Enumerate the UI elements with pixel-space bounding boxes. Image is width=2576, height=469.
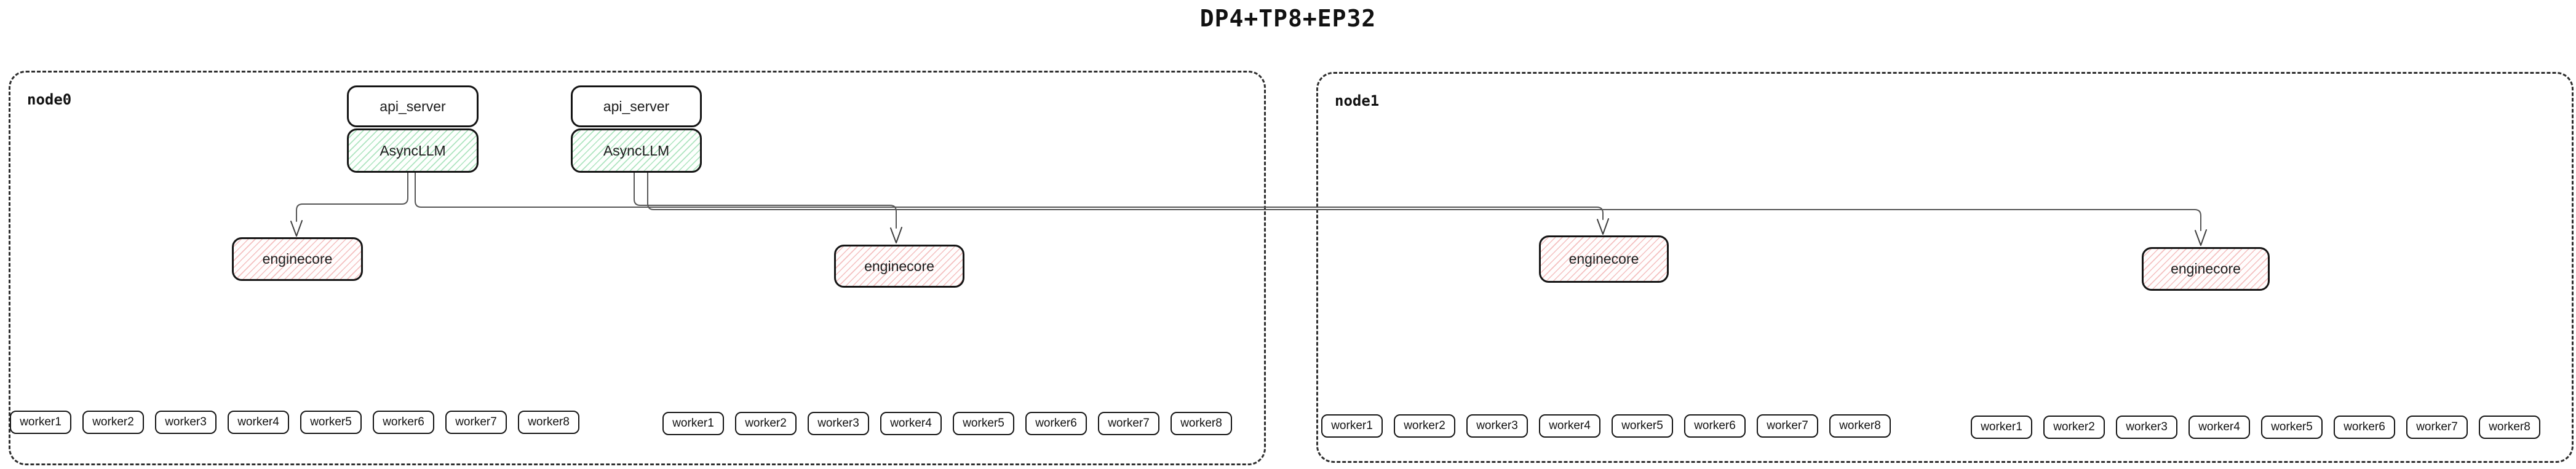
worker-box: worker2 [82,411,144,434]
worker-group-node1-a: worker1 worker2 worker3 worker4 worker5 … [1321,414,1891,438]
worker-box: worker1 [1321,414,1383,438]
worker-box: worker5 [953,412,1014,435]
node0-label: node0 [27,91,72,108]
worker-box: worker6 [1684,414,1746,438]
api-server-box-1: api_server [347,85,479,127]
diagram-title: DP4+TP8+EP32 [1199,5,1377,32]
asyncllm-box-1: AsyncLLM [347,128,479,173]
worker-box: worker5 [300,411,362,434]
worker-box: worker8 [1829,414,1891,438]
worker-box: worker6 [373,411,434,434]
worker-box: worker8 [518,411,579,434]
worker-box: worker5 [2261,416,2323,439]
enginecore-box-3: enginecore [1539,235,1669,283]
worker-box: worker7 [2406,416,2468,439]
worker-box: worker2 [735,412,797,435]
worker-box: worker8 [1171,412,1232,435]
worker-box: worker3 [808,412,869,435]
worker-box: worker1 [1971,416,2032,439]
worker-group-node1-b: worker1 worker2 worker3 worker4 worker5 … [1971,416,2540,439]
worker-box: worker3 [2116,416,2177,439]
api-server-box-2: api_server [571,85,702,127]
node0-container [9,71,1266,465]
worker-box: worker7 [445,411,507,434]
worker-box: worker5 [1612,414,1673,438]
worker-box: worker6 [1025,412,1087,435]
worker-box: worker1 [662,412,724,435]
worker-box: worker6 [2334,416,2395,439]
enginecore-box-4: enginecore [2142,247,2270,291]
worker-box: worker7 [1757,414,1818,438]
worker-box: worker4 [2188,416,2250,439]
worker-box: worker3 [1466,414,1528,438]
worker-box: worker3 [155,411,217,434]
worker-box: worker2 [2043,416,2105,439]
worker-box: worker4 [228,411,289,434]
asyncllm-box-2: AsyncLLM [571,128,702,173]
node1-container [1316,72,2574,463]
worker-box: worker1 [10,411,71,434]
worker-box: worker4 [1539,414,1600,438]
worker-box: worker4 [880,412,942,435]
worker-box: worker8 [2479,416,2540,439]
worker-group-node0-a: worker1 worker2 worker3 worker4 worker5 … [10,411,579,434]
worker-box: worker7 [1098,412,1159,435]
worker-box: worker2 [1394,414,1455,438]
worker-group-node0-b: worker1 worker2 worker3 worker4 worker5 … [662,412,1232,435]
node1-label: node1 [1335,92,1380,109]
enginecore-box-1: enginecore [232,237,363,281]
enginecore-box-2: enginecore [834,245,964,288]
